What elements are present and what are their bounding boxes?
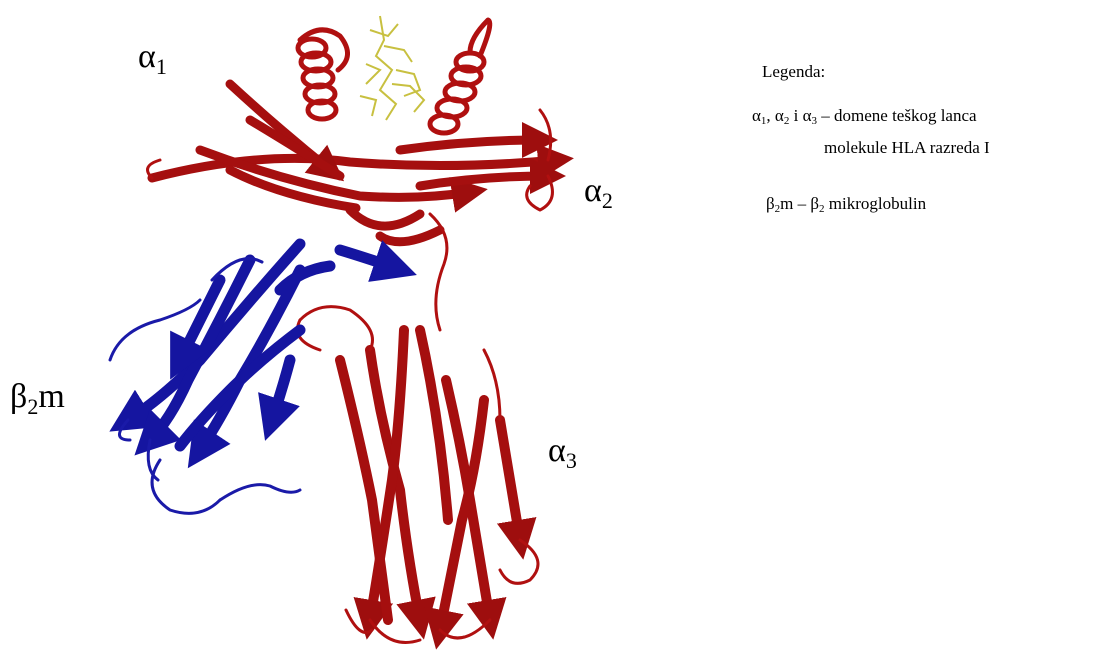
alpha3-label: α3 [548,434,577,472]
beta2-microglobulin-domain [110,244,396,513]
alpha1-label: α1 [138,40,167,78]
alpha3-domain [298,307,539,643]
alpha2-helix [430,20,490,133]
alpha2-label: α2 [584,174,613,212]
peptide-ligand [360,16,424,120]
alpha1-alpha2-sheet [152,84,556,242]
legend-line-alpha-domains: α1, α2 i α3 – domene teškog lanca [752,106,977,128]
legend-line-hla-class: molekule HLA razreda I [824,138,990,158]
legend-title: Legenda: [762,62,825,82]
alpha1-alpha2-domain [148,20,557,330]
beta2m-label: β2m [10,380,65,418]
alpha1-helix [298,30,348,119]
legend-line-beta2m: β2m – β2 mikroglobulin [766,194,926,216]
